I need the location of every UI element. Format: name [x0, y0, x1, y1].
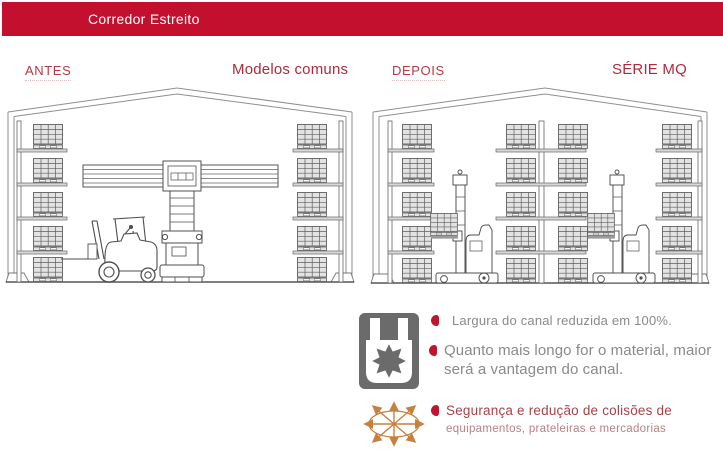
- benefit-item: Largura do canal reduzida em 100%.: [431, 313, 723, 328]
- bullet-icon: [431, 405, 439, 416]
- omnidirectional-arrows-icon: [363, 401, 425, 447]
- multidirectional-forklift-icon: [359, 313, 419, 389]
- bullet-icon: [429, 345, 437, 356]
- benefit-item: Segurança e redução de colisões de equip…: [431, 403, 723, 435]
- rack-left: [16, 120, 68, 283]
- mq-series-truck: [430, 169, 499, 284]
- benefit-text: Largura do canal reduzida em 100%.: [452, 313, 672, 328]
- warehouse-before-illustration: [5, 87, 355, 283]
- counterbalance-forklift: [61, 216, 158, 283]
- benefit-item: Quanto mais longo for o material, maior …: [429, 341, 723, 379]
- header-bar: Corredor Estreito: [2, 2, 723, 36]
- label-serie-mq: SÉRIE MQ: [612, 61, 687, 78]
- benefit-subtext: equipamentos, prateleiras e mercadorias: [446, 423, 667, 435]
- benefit-text: Segurança e redução de colisões de: [446, 403, 672, 418]
- rack-right: [655, 120, 703, 284]
- benefit-text: Quanto mais longo for o material, maior …: [444, 342, 712, 378]
- label-after: DEPOIS: [392, 63, 445, 81]
- rack-center: [495, 120, 588, 284]
- vna-truck: [159, 160, 205, 283]
- page-title: Corredor Estreito: [88, 11, 200, 27]
- warehouse-after-illustration: [370, 87, 710, 284]
- rack-left: [387, 120, 435, 284]
- label-before: ANTES: [25, 63, 72, 81]
- label-common-models: Modelos comuns: [232, 61, 349, 78]
- rack-right: [292, 120, 344, 283]
- bullet-icon: [431, 315, 439, 326]
